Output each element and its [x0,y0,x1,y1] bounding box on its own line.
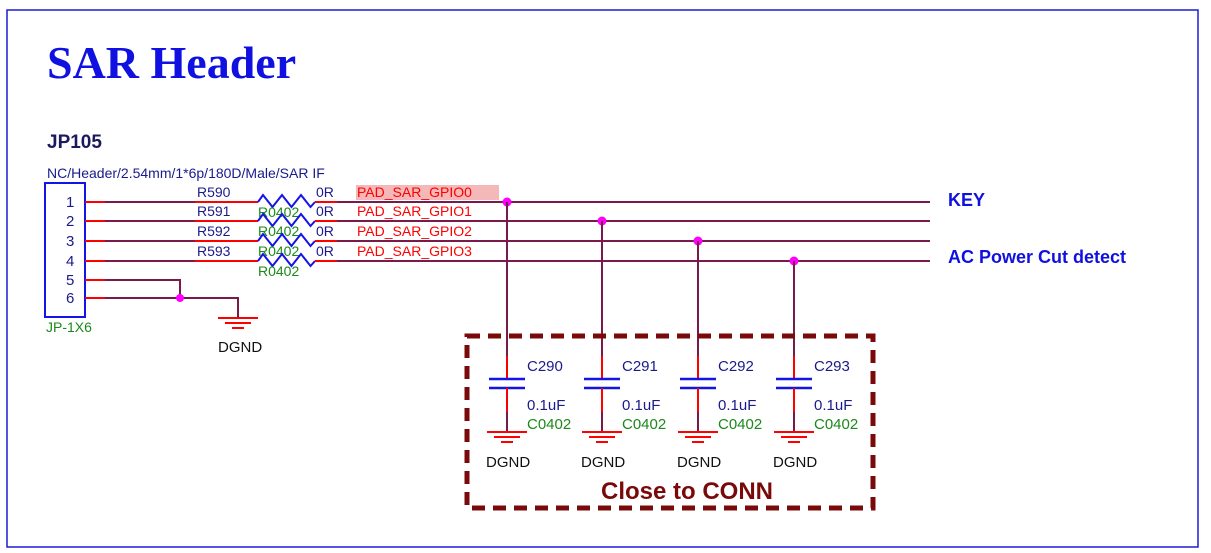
pin-number: 1 [66,194,74,211]
ground-label: DGND [486,454,530,471]
resistor-value: 0R [316,223,334,239]
cap-footprint: C0402 [622,416,666,433]
pin-number: 4 [66,253,74,270]
resistor-footprint: R0402 [258,223,299,239]
connector-footprint: JP-1X6 [46,319,92,335]
connector-description: NC/Header/2.54mm/1*6p/180D/Male/SAR IF [47,165,325,181]
net-label: PAD_SAR_GPIO3 [357,243,472,259]
resistor-refdes: R591 [197,203,231,219]
cap-refdes: C291 [622,358,658,375]
cap-footprint: C0402 [527,416,571,433]
resistor-zigzag [257,252,316,268]
cap-footprint: C0402 [814,416,858,433]
wire-pin5 [105,279,181,298]
sheet-frame [6,9,1199,548]
wire-pin6 [105,297,239,318]
resistor-refdes: R590 [197,184,231,200]
ac-power-cut-label: AC Power Cut detect [948,247,1126,267]
ground-label: DGND [218,339,262,356]
cap-refdes: C292 [718,358,754,375]
cap-value: 0.1uF [527,397,565,414]
resistor-value: 0R [316,184,334,200]
cap-footprint: C0402 [718,416,762,433]
resistor-value: 0R [316,243,334,259]
page-title: SAR Header [47,37,296,88]
cap-refdes: C290 [527,358,563,375]
resistor-footprint: R0402 [258,243,299,259]
pin-number: 6 [66,290,74,307]
connector-body [44,182,86,318]
resistor-zigzag [257,212,316,228]
resistor-refdes: R593 [197,243,231,259]
pin-number: 3 [66,233,74,250]
pin-number: 5 [66,272,74,289]
ground-label: DGND [581,454,625,471]
cap-value: 0.1uF [718,397,756,414]
connector-refdes: JP105 [47,132,102,153]
resistor-zigzag [257,232,316,248]
cap-value: 0.1uF [622,397,660,414]
pin-number: 2 [66,213,74,230]
ground-label: DGND [677,454,721,471]
cap-refdes: C293 [814,358,850,375]
key-label: KEY [948,190,985,210]
close-to-conn-group [464,333,876,511]
net-label: PAD_SAR_GPIO1 [357,203,472,219]
net-label: PAD_SAR_GPIO2 [357,223,472,239]
ground-label: DGND [773,454,817,471]
resistor-refdes: R592 [197,223,231,239]
junction-dot [176,294,184,302]
net-highlight [356,185,499,200]
resistor-zigzag [257,193,316,209]
resistor-footprint: R0402 [258,263,299,279]
group-note: Close to CONN [601,478,773,505]
cap-value: 0.1uF [814,397,852,414]
resistor-value: 0R [316,203,334,219]
net-label: PAD_SAR_GPIO0 [357,184,472,200]
resistor-footprint: R0402 [258,204,299,220]
